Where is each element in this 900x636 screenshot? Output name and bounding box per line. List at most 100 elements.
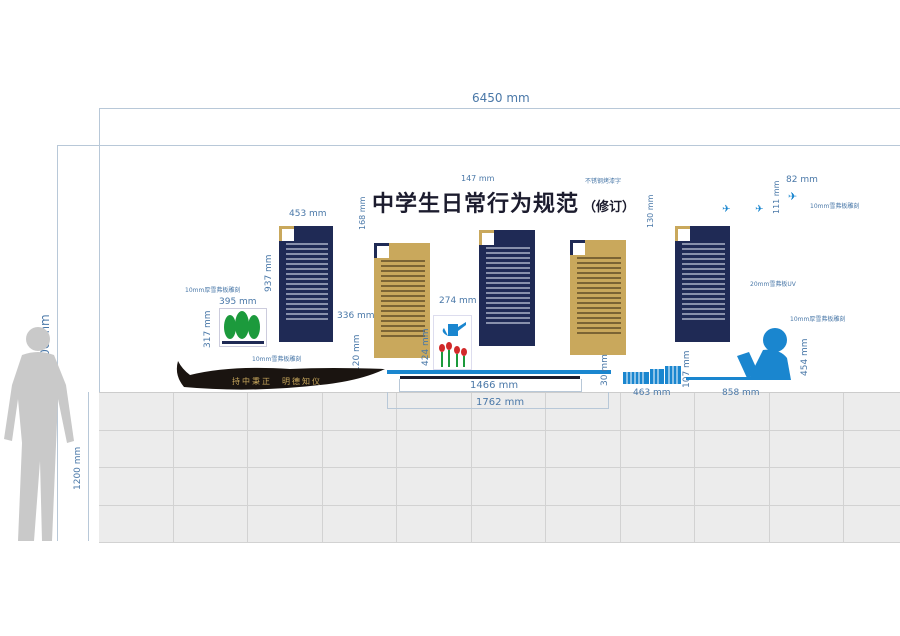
base-tile bbox=[546, 430, 621, 468]
corner-ornament bbox=[479, 230, 494, 245]
base-tile bbox=[844, 468, 900, 506]
corner-ornament bbox=[279, 226, 294, 241]
bird-icon: ✈ bbox=[755, 204, 764, 215]
base-tile bbox=[769, 505, 844, 543]
base-tile bbox=[695, 505, 770, 543]
base-tile bbox=[546, 393, 621, 431]
bird-height-dim: 111 mm bbox=[772, 180, 781, 214]
base-tile bbox=[471, 393, 546, 431]
base-tile bbox=[769, 393, 844, 431]
girl-height-dim: 454 mm bbox=[800, 338, 810, 376]
base-tile bbox=[322, 430, 397, 468]
trees-icon bbox=[222, 311, 264, 344]
base-tile bbox=[620, 430, 695, 468]
base-tile bbox=[695, 393, 770, 431]
base-tile bbox=[99, 393, 174, 431]
title-text: 中学生日常行为规范 bbox=[372, 192, 580, 217]
base-tile bbox=[471, 468, 546, 506]
tree-bottom-note: 10mm雪弗板雕刻 bbox=[252, 356, 302, 363]
inner-line-dim: 1466 mm bbox=[470, 380, 519, 391]
base-tile bbox=[99, 468, 174, 506]
outer-dim-box bbox=[387, 392, 609, 409]
books-width-dim: 463 mm bbox=[633, 388, 671, 398]
base-tile bbox=[248, 430, 323, 468]
base-tile bbox=[620, 393, 695, 431]
base-tile bbox=[844, 393, 900, 431]
base-tile bbox=[397, 393, 472, 431]
width-dim-line bbox=[99, 108, 900, 109]
corner-ornament bbox=[570, 240, 585, 255]
base-tile bbox=[173, 430, 248, 468]
rule-panel-1 bbox=[279, 226, 333, 342]
base-dim-line bbox=[88, 392, 89, 541]
title-height-dim: 168 mm bbox=[358, 196, 367, 230]
line-thick-dim: 30 mm bbox=[600, 354, 610, 386]
panel-height-dim: 937 mm bbox=[264, 254, 274, 292]
base-tile bbox=[99, 505, 174, 543]
base-tile bbox=[844, 506, 900, 543]
base-tile bbox=[620, 468, 695, 506]
base-tiles bbox=[99, 392, 900, 543]
ink-brush-stroke bbox=[176, 361, 385, 390]
base-tile bbox=[322, 505, 397, 543]
reading-girl-silhouette bbox=[737, 328, 791, 380]
corner-ornament bbox=[675, 226, 690, 241]
title-suffix: （修订） bbox=[583, 200, 636, 215]
bird-width-dim: 82 mm bbox=[786, 175, 818, 185]
tree-height-dim: 317 mm bbox=[203, 310, 213, 348]
base-tile bbox=[397, 505, 472, 543]
title-material-note: 不锈钢烤漆字 bbox=[585, 178, 622, 185]
base-tile bbox=[248, 505, 323, 543]
black-base-line bbox=[400, 376, 580, 379]
watering-can-box bbox=[433, 315, 472, 370]
girl-note: 10mm厚雪弗板雕刻 bbox=[790, 316, 846, 323]
base-tile bbox=[322, 393, 397, 431]
books-stack bbox=[623, 366, 681, 384]
base-tile bbox=[173, 468, 248, 506]
base-tile bbox=[322, 468, 397, 506]
books-height-dim: 107 mm bbox=[682, 350, 692, 388]
rule-panel-2 bbox=[374, 243, 430, 358]
base-tile bbox=[620, 505, 695, 543]
corner-ornament bbox=[374, 243, 389, 258]
girl-width-dim: 858 mm bbox=[722, 388, 760, 398]
base-tile bbox=[173, 393, 248, 431]
slogan-text: 持中秉正 明德知仪 bbox=[232, 377, 322, 386]
tree-box bbox=[219, 308, 267, 347]
base-tile bbox=[248, 468, 323, 506]
tree-width-dim: 395 mm bbox=[219, 297, 257, 307]
base-tile bbox=[695, 468, 770, 506]
title-char-dim: 147 mm bbox=[461, 174, 495, 183]
panel-width-dim: 453 mm bbox=[289, 209, 327, 219]
total-width-label: 6450 mm bbox=[472, 91, 530, 105]
girl-shelf-line bbox=[686, 377, 776, 380]
rule-panel-4 bbox=[570, 240, 626, 355]
base-tile bbox=[769, 468, 844, 506]
watering-can-icon bbox=[439, 322, 467, 367]
base-tile bbox=[844, 431, 900, 468]
base-tile bbox=[769, 430, 844, 468]
suffix-height-dim: 130 mm bbox=[646, 194, 655, 228]
base-tile bbox=[471, 505, 546, 543]
person-silhouette bbox=[4, 327, 74, 541]
panel-material-note: 20mm雪弗板UV bbox=[750, 281, 796, 288]
base-tile bbox=[546, 468, 621, 506]
rule-panel-3 bbox=[479, 230, 535, 346]
can-height-dim: 424 mm bbox=[421, 328, 431, 366]
base-tile bbox=[99, 430, 174, 468]
base-tile bbox=[546, 505, 621, 543]
inner-dim-box bbox=[399, 379, 582, 392]
base-tile bbox=[695, 430, 770, 468]
rule-panel-5 bbox=[675, 226, 730, 342]
gap-dim: 336 mm bbox=[337, 311, 375, 321]
wall-top-line bbox=[57, 145, 900, 146]
base-tile bbox=[397, 468, 472, 506]
blue-base-line bbox=[387, 370, 611, 374]
bird-note: 10mm雪弗板雕刻 bbox=[810, 203, 860, 210]
can-width-dim: 274 mm bbox=[439, 296, 477, 306]
base-tile bbox=[397, 430, 472, 468]
title-row: 中学生日常行为规范 （修订） bbox=[372, 186, 635, 218]
bird-icon: ✈ bbox=[788, 190, 798, 203]
base-tile bbox=[471, 430, 546, 468]
base-tile bbox=[173, 505, 248, 543]
